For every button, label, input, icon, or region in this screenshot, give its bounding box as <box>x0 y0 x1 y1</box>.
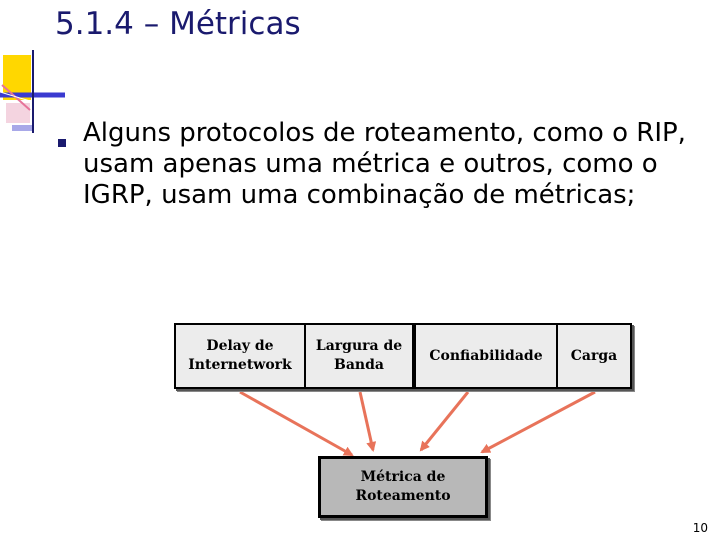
page-number: 10 <box>692 521 708 535</box>
target-box-metrica: Métrica de Roteamento <box>318 456 488 518</box>
arrow-carga <box>480 390 596 454</box>
arrow-delay <box>239 390 354 457</box>
arrow-confiabilidade <box>419 391 470 452</box>
source-box-confiabilidade: Confiabilidade <box>414 323 558 389</box>
source-box-delay: Delay de Internetwork <box>174 323 306 389</box>
arrow-banda <box>358 391 377 452</box>
bullet-text: Alguns protocolos de roteamento, como o … <box>83 118 686 210</box>
slide-title: 5.1.4 – Métricas <box>55 6 301 42</box>
source-box-carga: Carga <box>556 323 632 389</box>
decorative-corner-graphic <box>0 50 65 133</box>
bullet-marker <box>58 139 66 147</box>
source-box-banda: Largura de Banda <box>304 323 414 389</box>
